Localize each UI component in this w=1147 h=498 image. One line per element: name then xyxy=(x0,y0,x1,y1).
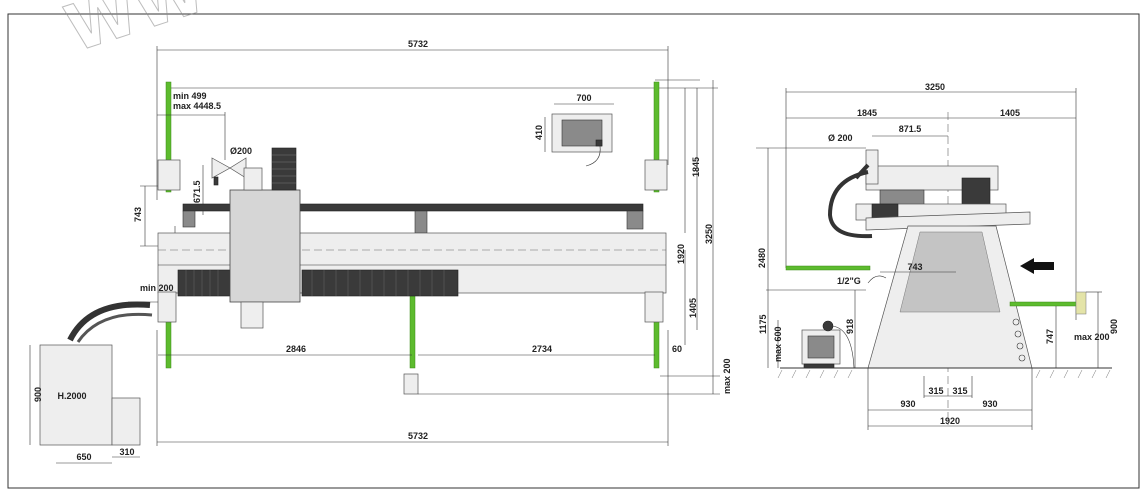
dim-side-center-left: 315 xyxy=(928,386,943,396)
dim-air-inlet: 1/2"G xyxy=(837,276,861,286)
dim-side-max-overhang-1: max 200 xyxy=(1074,332,1110,342)
dim-right-segment: 2734 xyxy=(532,344,552,354)
dim-bottom-width: 5732 xyxy=(408,431,428,441)
dim-right-total: 3250 xyxy=(704,224,714,244)
dim-side-total-height: 2480 xyxy=(757,248,767,268)
dim-cabinet-height: 900 xyxy=(33,387,43,402)
dim-side-foot-right: 930 xyxy=(982,399,997,409)
dim-min-left-label: min 200 xyxy=(140,283,174,293)
dim-side-right-height: 747 xyxy=(1045,329,1055,344)
dim-side-base-width: 1920 xyxy=(940,416,960,426)
dim-side-left-part: 1845 xyxy=(857,108,877,118)
dim-side-right-side: 900 xyxy=(1109,319,1119,334)
dim-left-segment: 2846 xyxy=(286,344,306,354)
dim-stroke-min: min 499 xyxy=(173,91,207,101)
dim-side-foot-left: 930 xyxy=(900,399,915,409)
side-green-left xyxy=(785,265,871,271)
cabinet-label: H.2000 xyxy=(57,391,86,401)
dim-side-total-width: 3250 xyxy=(925,82,945,92)
feed-direction-arrow xyxy=(1020,258,1054,274)
plan-view: 5732 min 499 max 4448.5 Ø200 743 671.5 1… xyxy=(128,39,732,446)
dim-side-table-height: 1175 xyxy=(758,314,768,334)
dim-side-inner-height: 918 xyxy=(845,319,855,334)
dim-cabinet-depth: 310 xyxy=(119,447,134,457)
sheet-frame xyxy=(7,13,1140,489)
side-green-right xyxy=(1009,301,1079,307)
watermark-text: WW xyxy=(57,0,214,67)
dim-side-center-right: 315 xyxy=(952,386,967,396)
pedal-box xyxy=(403,373,419,395)
machining-head xyxy=(229,189,301,303)
dim-head-offset: 671.5 xyxy=(192,180,202,203)
dim-side-suction-offset: 871.5 xyxy=(899,124,922,134)
dim-side-suction-diameter: Ø 200 xyxy=(828,133,853,143)
side-view: 3250 1845 1405 Ø 200 871.5 xyxy=(756,82,1119,430)
dim-panel-height: 410 xyxy=(534,125,544,140)
conveyor-left xyxy=(177,269,231,297)
dim-post-offset: 60 xyxy=(672,344,682,354)
dim-side-right-part: 1405 xyxy=(1000,108,1020,118)
dim-side-pump-height: max 600 xyxy=(773,326,783,362)
dim-stroke-max: max 4448.5 xyxy=(173,101,221,111)
dim-inlet-offset: 743 xyxy=(907,262,922,272)
conveyor-center xyxy=(301,269,459,297)
dim-max-bottom: max 200 xyxy=(722,358,732,394)
dim-top-width: 5732 xyxy=(408,39,428,49)
green-post-left-top xyxy=(165,81,172,193)
cabinet-body xyxy=(39,344,113,446)
dim-suction-diameter: Ø200 xyxy=(230,146,252,156)
side-tool-magazine xyxy=(961,177,991,205)
green-post-center-bottom xyxy=(409,295,416,369)
dim-cabinet-width: 650 xyxy=(76,452,91,462)
electrical-cabinet: H.2000 900 650 310 xyxy=(29,301,153,464)
green-post-right-top xyxy=(653,81,660,193)
dim-right-lower: 1405 xyxy=(688,298,698,318)
dim-right-mid: 1920 xyxy=(676,244,686,264)
dim-panel-width: 700 xyxy=(576,93,591,103)
dim-rail-height: 743 xyxy=(133,207,143,222)
upper-rail xyxy=(182,203,644,212)
cabinet-side xyxy=(111,397,141,446)
dim-right-upper: 1845 xyxy=(691,157,701,177)
